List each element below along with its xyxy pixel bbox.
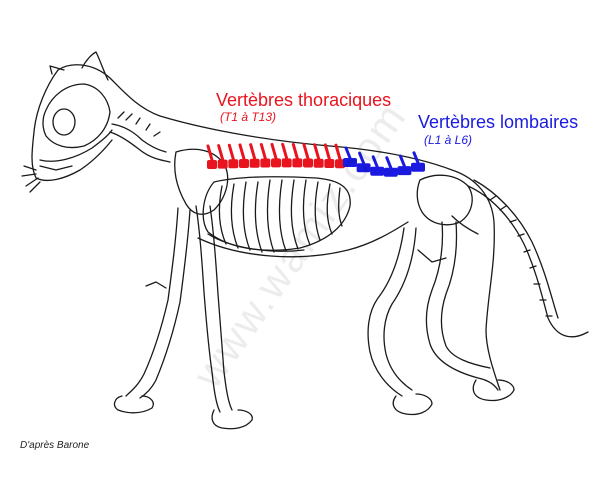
eye-orbit bbox=[52, 108, 76, 136]
thoracic-range-label: (T1 à T13) bbox=[220, 110, 277, 124]
ribs bbox=[218, 179, 343, 253]
thoracic-vertebra-3 bbox=[227, 143, 239, 169]
front-leg-near bbox=[195, 205, 221, 413]
thoracic-vertebra-13 bbox=[334, 143, 345, 169]
body-outline bbox=[57, 64, 501, 391]
thoracic-vertebra-10 bbox=[302, 143, 313, 168]
pelvis bbox=[416, 174, 473, 226]
thoracic-vertebra-1 bbox=[206, 144, 217, 169]
whiskers bbox=[21, 165, 41, 193]
lumbar-vertebra-5 bbox=[397, 154, 412, 176]
credit-note: D'après Barone bbox=[20, 440, 90, 451]
hind-leg-far bbox=[367, 227, 405, 397]
lumbar-vertebrae bbox=[343, 146, 425, 177]
thoracic-vertebrae bbox=[206, 142, 345, 169]
ribcage-outline bbox=[202, 176, 351, 251]
hind-paw-near bbox=[472, 379, 515, 402]
sternum bbox=[207, 233, 305, 252]
lumbar-range-label: (L1 à L6) bbox=[424, 133, 473, 147]
lumbar-vertebra-6 bbox=[411, 151, 425, 172]
thoracic-vertebra-9 bbox=[291, 142, 303, 168]
cervical-vertebrae bbox=[111, 111, 167, 153]
skull bbox=[42, 83, 111, 149]
thoracic-vertebra-12 bbox=[323, 143, 335, 168]
thoracic-vertebra-4 bbox=[238, 143, 249, 168]
front-paw-far bbox=[113, 395, 154, 414]
left-ear bbox=[49, 65, 65, 75]
lumbar-vertebra-1 bbox=[343, 146, 357, 167]
scapula bbox=[174, 148, 229, 215]
thoracic-vertebra-2 bbox=[217, 144, 228, 169]
front-leg-far bbox=[125, 207, 179, 397]
lumbar-vertebra-4 bbox=[383, 156, 398, 177]
head-outline bbox=[31, 69, 113, 182]
thoracic-vertebra-8 bbox=[281, 142, 292, 168]
tail-vertebrae bbox=[467, 185, 589, 338]
front-paw-near bbox=[211, 409, 253, 430]
hind-leg-near bbox=[425, 221, 499, 391]
hind-paw-far bbox=[392, 393, 433, 416]
right-ear bbox=[81, 51, 109, 81]
jaw bbox=[39, 129, 113, 162]
belly-outline bbox=[197, 221, 409, 258]
thoracic-vertebra-7 bbox=[270, 142, 281, 168]
thoracic-vertebra-11 bbox=[313, 143, 324, 168]
thoracic-vertebra-6 bbox=[259, 143, 271, 168]
thoracic-label: Vertèbres thoraciques bbox=[216, 90, 392, 110]
lumbar-vertebra-3 bbox=[370, 155, 385, 176]
lumbar-vertebra-2 bbox=[356, 151, 371, 173]
lumbar-label: Vertèbres lombaires bbox=[418, 112, 579, 132]
thoracic-vertebra-5 bbox=[249, 143, 260, 168]
